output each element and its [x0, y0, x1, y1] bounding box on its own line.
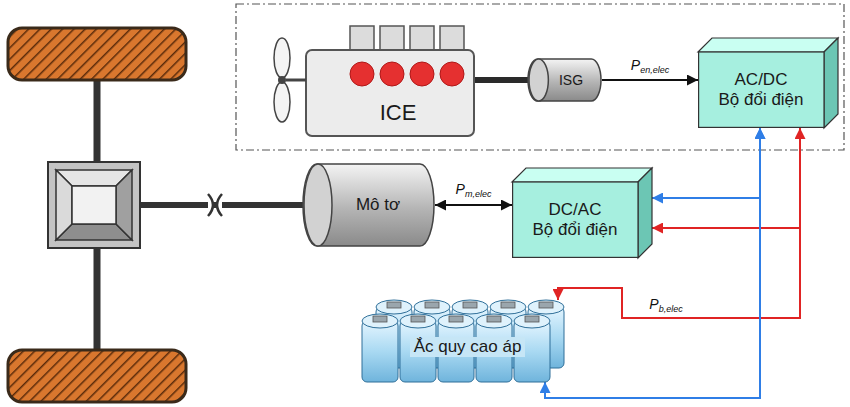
cell-top — [414, 300, 450, 314]
node-label: DC/AC Bộ đổi điện — [532, 200, 617, 239]
fan-hub — [278, 76, 286, 84]
node-text-area: ICE — [322, 92, 474, 134]
wheel — [8, 350, 186, 402]
cell-terminal — [487, 316, 501, 322]
node-text-area: Ắc quy cao áp — [366, 316, 569, 378]
fan-blade — [274, 82, 290, 122]
dashed-region — [236, 4, 844, 150]
box-side — [638, 168, 652, 258]
label-line: DC/AC — [532, 200, 617, 220]
cylinder-body — [303, 164, 434, 246]
subscript: m,elec — [465, 189, 492, 199]
edge-label: Pen,elec — [628, 58, 672, 77]
subscript: b,elec — [659, 304, 683, 314]
shaft-coupling — [217, 194, 222, 216]
edge-label: Pb,elec — [646, 297, 685, 316]
battery-cell — [362, 321, 398, 382]
box-front — [699, 52, 824, 127]
node-outline — [262, 24, 484, 138]
cell-terminal — [539, 302, 553, 308]
converter-box: DC/AC Bộ đổi điện — [512, 168, 652, 258]
gearbox-center — [72, 186, 116, 224]
cylinder-end — [529, 59, 548, 101]
motor-cylinder: Mô tơ — [303, 163, 435, 247]
cell-top — [476, 314, 512, 328]
gearbox-face — [116, 170, 132, 240]
cell-top — [490, 300, 526, 314]
cell-top — [362, 314, 398, 328]
converter-box: AC/DC Bộ đổi điện — [698, 38, 838, 128]
cell-terminal — [463, 302, 477, 308]
connector — [435, 204, 512, 206]
fan-blade — [274, 38, 290, 78]
connector — [652, 128, 760, 198]
box-top — [512, 168, 652, 182]
gearbox-housing — [48, 162, 140, 248]
node-label: ICE — [380, 100, 417, 125]
cell-top — [438, 314, 474, 328]
box-top — [698, 38, 838, 52]
cylinder-body — [528, 59, 601, 101]
drive-shaft — [140, 202, 305, 208]
piston — [350, 62, 374, 86]
piston — [410, 62, 434, 86]
box-side — [824, 38, 838, 128]
battery-pack: Ắc quy cao áp — [360, 300, 575, 382]
cell-terminal — [449, 316, 463, 322]
node-text-area: AC/DC Bộ đổi điện — [702, 56, 820, 124]
engine-illustration: ICE — [262, 24, 484, 138]
cell-terminal — [525, 316, 539, 322]
engine-block — [306, 50, 474, 136]
node-text-area: Mô tơ — [329, 167, 427, 243]
cell-terminal — [425, 302, 439, 308]
wheel — [8, 28, 186, 80]
box-front — [513, 182, 638, 257]
gearbox-face — [56, 170, 72, 240]
gearbox — [48, 162, 140, 248]
engine-drawing — [274, 26, 484, 136]
shaft-coupling — [208, 194, 213, 216]
node-text-area: DC/AC Bộ đổi điện — [516, 186, 634, 254]
piston — [440, 62, 464, 86]
isg-cylinder: ISG — [528, 58, 602, 102]
node-label: Ắc quy cao áp — [410, 337, 526, 357]
cylinder-end — [304, 164, 332, 246]
cell-terminal — [387, 302, 401, 308]
label-line: AC/DC — [718, 70, 803, 90]
node-label: Mô tơ — [356, 195, 400, 215]
fan-shaft — [286, 79, 306, 82]
node-text-area: ISG — [546, 60, 596, 100]
cell-top — [514, 314, 550, 328]
cell-terminal — [411, 316, 425, 322]
edge-label: Pm,elec — [453, 182, 495, 201]
cell-terminal — [501, 302, 515, 308]
subscript: en,elec — [640, 65, 669, 75]
cell-top — [452, 300, 488, 314]
cell-top — [400, 314, 436, 328]
connector — [652, 128, 800, 228]
cell-top — [376, 300, 412, 314]
connector — [484, 77, 528, 83]
piston — [380, 62, 404, 86]
connector — [602, 79, 698, 81]
node-label: AC/DC Bộ đổi điện — [718, 70, 803, 109]
cell-top — [528, 300, 564, 314]
node-label: ISG — [559, 72, 583, 88]
cell-terminal — [373, 316, 387, 322]
